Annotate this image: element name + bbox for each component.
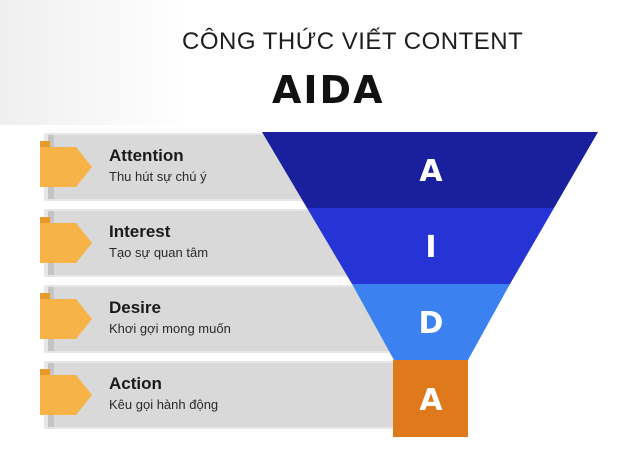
funnel-segment-interest: [307, 208, 554, 284]
folder-tag-icon: [40, 141, 92, 187]
funnel-letter-attention: A: [419, 154, 443, 189]
stage-title-desire: Desire: [109, 298, 161, 317]
folder-tag-icon: [40, 293, 92, 339]
funnel-letter-action: A: [419, 383, 443, 418]
stage-desc-action: Kêu gọi hành động: [109, 397, 219, 412]
page-title: AIDA: [272, 68, 385, 112]
stage-title-interest: Interest: [109, 222, 171, 241]
funnel-letter-desire: D: [419, 306, 444, 341]
stage-row-action: [48, 363, 408, 427]
funnel-segment-action: [393, 360, 468, 437]
funnel-letter-interest: I: [425, 230, 436, 265]
stage-title-action: Action: [109, 374, 162, 393]
stage-desc-desire: Khơi gợi mong muốn: [109, 321, 231, 336]
funnel-segment-attention: [262, 132, 598, 208]
funnel-segment-desire: [352, 284, 510, 360]
header-background: [0, 0, 633, 125]
folder-tag-icon: [40, 217, 92, 263]
page-subtitle: CÔNG THỨC VIẾT CONTENT: [182, 28, 524, 55]
stage-title-attention: Attention: [109, 146, 184, 165]
stage-desc-interest: Tạo sự quan tâm: [109, 245, 209, 260]
folder-tag-icon: [40, 369, 92, 415]
stage-desc-attention: Thu hút sự chú ý: [109, 169, 207, 184]
